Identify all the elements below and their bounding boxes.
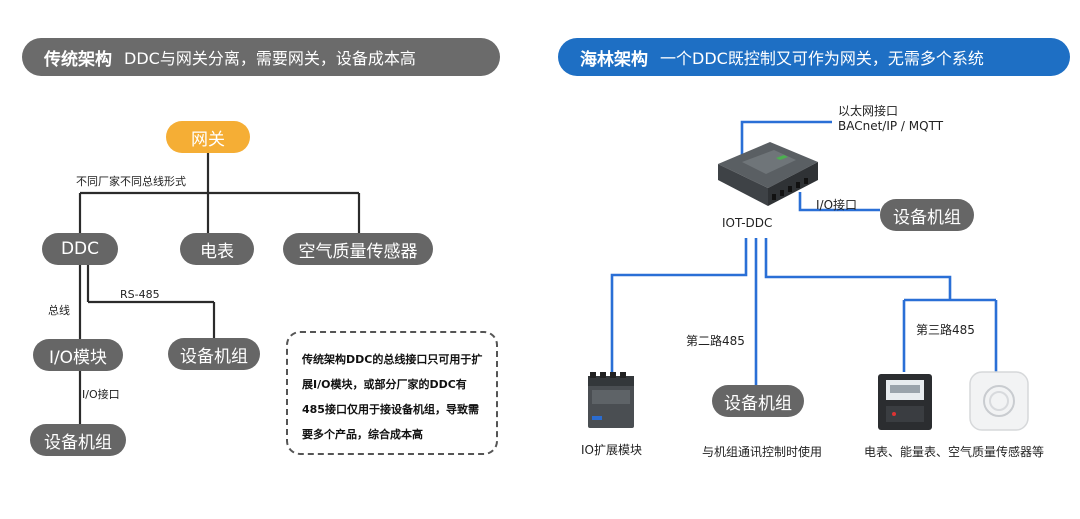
- io-expansion-module-icon: [588, 372, 634, 428]
- traditional-architecture-banner: 传统架构 DDC与网关分离，需要网关，设备成本高: [22, 38, 500, 76]
- air-quality-sensor-icon: [969, 371, 1029, 431]
- electric-meter-icon: [878, 374, 932, 430]
- right-io-port-label: I/O接口: [816, 198, 858, 212]
- ethernet-label-line1: 以太网接口: [838, 104, 899, 118]
- gateway-node: 网关: [166, 121, 250, 153]
- unit-caption: 与机组通讯控制时使用: [702, 445, 823, 459]
- banner-text: 一个DDC既控制又可作为网关，无需多个系统: [660, 49, 984, 68]
- ddc-label: DDC: [60, 239, 100, 259]
- banner-title: 海林架构: [580, 49, 648, 70]
- rs485-label: RS-485: [120, 288, 160, 301]
- hailin-architecture-banner: 海林架构 一个DDC既控制又可作为网关，无需多个系统: [558, 38, 1070, 76]
- right-connectors: [610, 120, 998, 385]
- iot-ddc-device-icon: [718, 142, 818, 206]
- unit-middle-label: 设备机组: [724, 393, 792, 414]
- bus-label: 总线: [48, 304, 70, 317]
- second-485-label: 第二路485: [686, 334, 745, 348]
- ddc-node: DDC: [42, 233, 118, 265]
- ethernet-label: 以太网接口 BACnet/IP / MQTT: [838, 104, 943, 134]
- air-sensor-node: 空气质量传感器: [283, 233, 433, 265]
- unit-top-label: 设备机组: [180, 346, 248, 367]
- traditional-note-box: 传统架构DDC的总线接口只可用于扩展I/O模块，或部分厂家的DDC有485接口仅…: [286, 331, 498, 455]
- gateway-label: 网关: [191, 129, 225, 150]
- io-port-label: I/O接口: [82, 388, 120, 401]
- air-sensor-label: 空气质量传感器: [298, 241, 418, 262]
- banner-title: 传统架构: [44, 49, 112, 70]
- meter-node: 电表: [180, 233, 254, 265]
- banner-text: DDC与网关分离，需要网关，设备成本高: [124, 49, 416, 68]
- unit-node-bottom: 设备机组: [30, 424, 126, 456]
- third-485-label: 第三路485: [916, 323, 975, 337]
- unit-node-top: 设备机组: [168, 338, 260, 370]
- meters-caption: 电表、能量表、空气质量传感器等: [864, 445, 1045, 459]
- io-module-label: I/O模块: [48, 347, 108, 368]
- iot-ddc-label: IOT-DDC: [722, 216, 773, 230]
- io-expansion-label: IO扩展模块: [581, 443, 642, 457]
- left-connectors: [78, 152, 361, 424]
- note-text: 传统架构DDC的总线接口只可用于扩展I/O模块，或部分厂家的DDC有485接口仅…: [302, 353, 483, 441]
- unit-right-label: 设备机组: [893, 207, 961, 228]
- ethernet-label-line2: BACnet/IP / MQTT: [838, 119, 944, 133]
- unit-node-middle: 设备机组: [712, 385, 804, 417]
- bus-note-label: 不同厂家不同总线形式: [76, 175, 186, 188]
- io-module-node: I/O模块: [33, 339, 123, 371]
- unit-node-right: 设备机组: [880, 199, 974, 231]
- unit-bottom-label: 设备机组: [44, 432, 112, 453]
- meter-label: 电表: [200, 241, 234, 262]
